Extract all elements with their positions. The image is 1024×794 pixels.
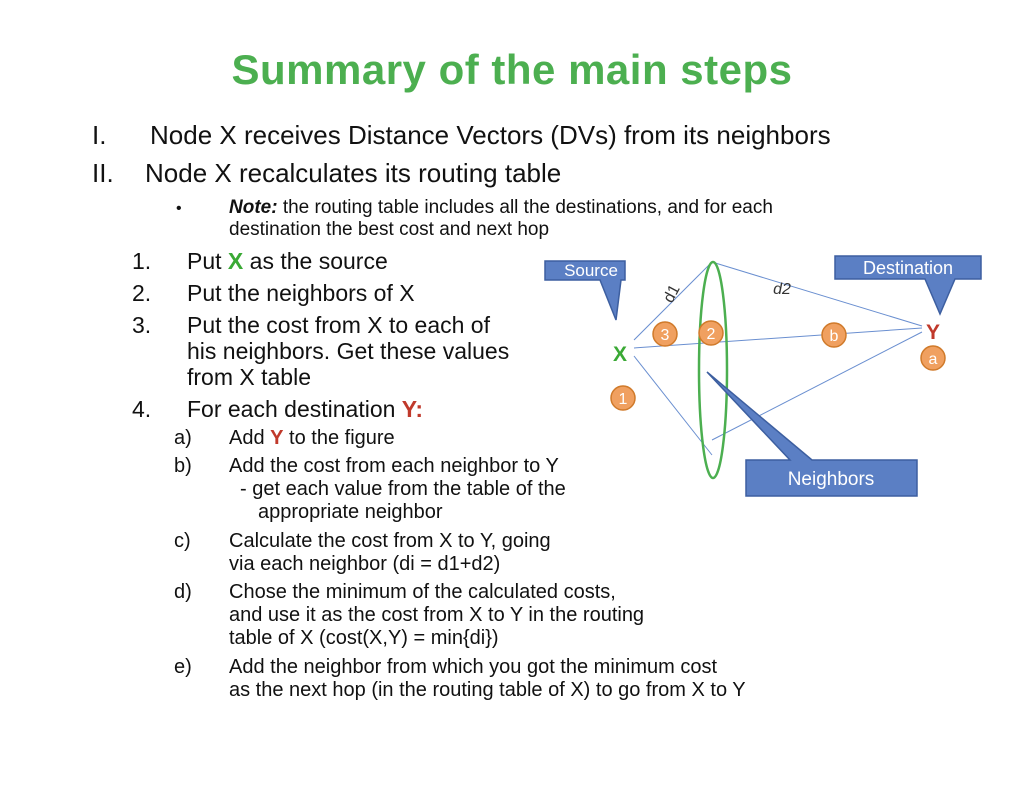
substep-d-line-1: Chose the minimum of the calculated cost…: [229, 581, 616, 603]
destination-callout: Destination: [834, 255, 982, 316]
badge-1-circle: [610, 385, 636, 411]
d1-label: d1: [660, 282, 683, 306]
note-line-1: Note: the routing table includes all the…: [229, 197, 773, 219]
substep-e-line-2: as the next hop (in the routing table of…: [229, 679, 746, 701]
d2-label: d2: [773, 281, 791, 298]
note-line-2: destination the best cost and next hop: [229, 219, 550, 240]
roman-item-2-text: Node X recalculates its routing table: [145, 158, 562, 188]
link-bottom-to-y: [711, 331, 923, 441]
substep-c-line-1: Calculate the cost from X to Y, going: [229, 530, 551, 552]
badge-1-label: 1: [619, 391, 628, 408]
link-x-bottom: [633, 355, 713, 456]
source-node-highlight: X: [227, 248, 244, 274]
badge-a-label: a: [929, 351, 938, 368]
substep-letter-b: b): [174, 455, 192, 477]
substep-d-line-3: table of X (cost(X,Y) = min{di}): [229, 627, 499, 649]
step-number-3: 3.: [132, 312, 152, 338]
step-3-line-1: Put the cost from X to each of: [187, 312, 490, 338]
step-number-1: 1.: [132, 248, 152, 274]
badge-a-circle: [920, 345, 946, 371]
step-3-line-3: from X table: [187, 364, 311, 390]
badge-3-label: 3: [661, 327, 670, 344]
step-number-2: 2.: [132, 280, 152, 306]
step-number-4: 4.: [132, 396, 152, 422]
substep-a-text: Add Y to the figure: [229, 427, 395, 449]
neighbors-ellipse: [697, 260, 729, 480]
substep-c-line-2: via each neighbor (di = d1+d2): [229, 553, 501, 575]
substep-b-line-2: - get each value from the table of the: [240, 478, 566, 500]
roman-numeral-2: II.: [92, 158, 114, 188]
diagram-links: [633, 261, 923, 456]
substep-letter-c: c): [174, 530, 191, 552]
link-top-to-y: [711, 261, 923, 327]
step-3-line-2: his neighbors. Get these values: [187, 338, 510, 364]
substep-e-line-1: Add the neighbor from which you got the …: [229, 656, 718, 678]
substep-letter-a: a): [174, 427, 192, 449]
roman-item-1-text: Node X receives Distance Vectors (DVs) f…: [150, 120, 831, 150]
note-bullet: •: [176, 200, 182, 217]
badge-3-circle: [652, 321, 678, 347]
destination-highlight: Y:: [401, 396, 424, 422]
node-y-label: Y: [926, 321, 940, 344]
destination-highlight-a: Y: [270, 427, 284, 449]
step-4-text: For each destination Y:: [187, 396, 424, 422]
substep-letter-e: e): [174, 656, 192, 678]
step-1-text: Put X as the source: [187, 248, 388, 274]
badge-2-label: 2: [707, 326, 716, 343]
destination-label: Destination: [863, 258, 953, 278]
note-label: Note:: [229, 197, 278, 218]
neighbors-callout: Neighbors: [706, 371, 918, 497]
step-2-text: Put the neighbors of X: [187, 280, 415, 306]
neighbors-label: Neighbors: [788, 469, 875, 490]
node-x-label: X: [613, 343, 627, 366]
source-callout: Source: [544, 260, 626, 321]
substep-d-line-2: and use it as the cost from X to Y in th…: [229, 604, 645, 626]
note-text-1: the routing table includes all the desti…: [277, 197, 773, 218]
badge-b-circle: [821, 322, 847, 348]
page-title: Summary of the main steps: [231, 46, 793, 93]
substep-b-line-3: appropriate neighbor: [258, 501, 443, 523]
link-x-middle: [633, 327, 923, 349]
badge-b-label: b: [830, 328, 839, 345]
source-label: Source: [564, 261, 618, 280]
badge-2-circle: [698, 320, 724, 346]
roman-numeral-1: I.: [92, 120, 107, 150]
substep-b-line-1: Add the cost from each neighbor to Y: [229, 455, 559, 477]
substep-letter-d: d): [174, 581, 192, 603]
link-x-top: [633, 261, 713, 341]
